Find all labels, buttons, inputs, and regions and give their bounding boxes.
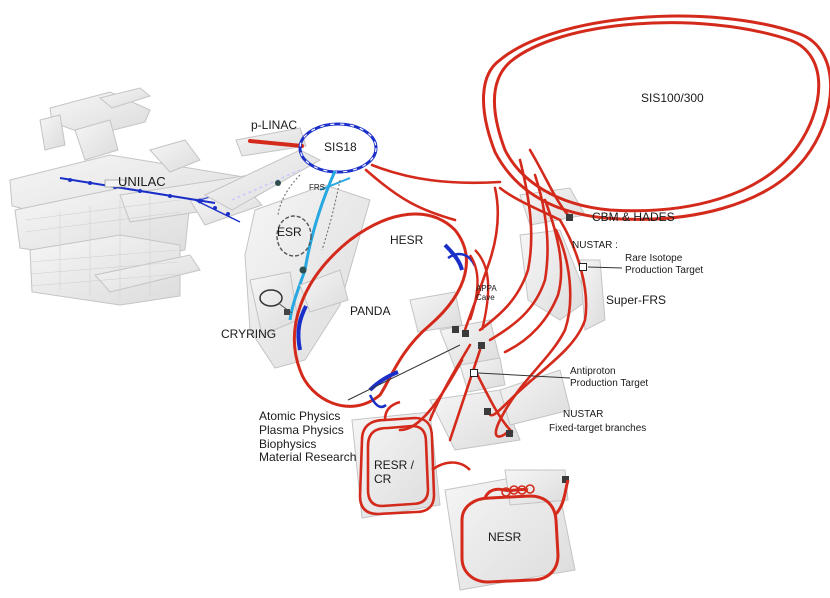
label-frs: FRS	[309, 183, 325, 192]
frs-beamline	[277, 170, 351, 321]
label-fixed-target-branches: Fixed-target branches	[549, 423, 647, 434]
cryring-marker	[284, 309, 290, 315]
label-unilac: UNILAC	[118, 174, 166, 189]
sis18-ring	[298, 122, 378, 174]
sis100-ring	[482, 14, 830, 221]
nesr-coils	[501, 484, 535, 497]
label-nustar-fixed: NUSTAR	[563, 409, 604, 420]
resr-cr-rings	[358, 400, 471, 516]
label-nesr: NESR	[488, 530, 522, 544]
hesr-feeder-lines	[468, 249, 490, 331]
label-nustar-rare: NUSTAR :	[572, 240, 618, 251]
gsi-existing-buildings	[9, 87, 266, 306]
label-rare-isotope-target: Rare Isotope Production Target	[625, 253, 704, 276]
label-p-linac: p-LINAC	[251, 118, 298, 132]
label-cryring: CRYRING	[221, 327, 277, 341]
label-esr: ESR	[277, 225, 302, 239]
esr-node	[299, 266, 307, 274]
rare-isotope-target-marker	[579, 263, 587, 271]
cryring-ring	[259, 289, 283, 307]
sis18-extraction-node	[275, 180, 281, 186]
building-window-hatching	[24, 196, 181, 300]
label-cbm-hades: CBM & HADES	[592, 210, 675, 224]
label-sis100-300: SIS100/300	[641, 91, 704, 105]
unilac-sis18-transfer	[231, 169, 301, 201]
label-hesr: HESR	[390, 233, 424, 247]
label-appa-cave: APPA Cave	[476, 284, 497, 303]
pointer-lines	[347, 266, 623, 401]
label-sis18: SIS18	[324, 140, 357, 154]
label-resr-cr: RESR / CR	[374, 458, 415, 486]
label-antiproton-target: Antiproton Production Target	[570, 366, 649, 389]
antiproton-target-marker	[470, 369, 478, 377]
label-panda: PANDA	[350, 304, 391, 318]
label-super-frs: Super-FRS	[606, 293, 667, 307]
esr-ring	[276, 215, 312, 257]
label-appa-research: Atomic Physics Plasma Physics Biophysics…	[259, 409, 357, 465]
p-linac-line	[248, 139, 304, 148]
hesr-ring	[292, 212, 477, 409]
experiment-terminals	[452, 214, 573, 483]
nesr-ring	[460, 479, 570, 584]
transfer-hall	[203, 127, 371, 369]
